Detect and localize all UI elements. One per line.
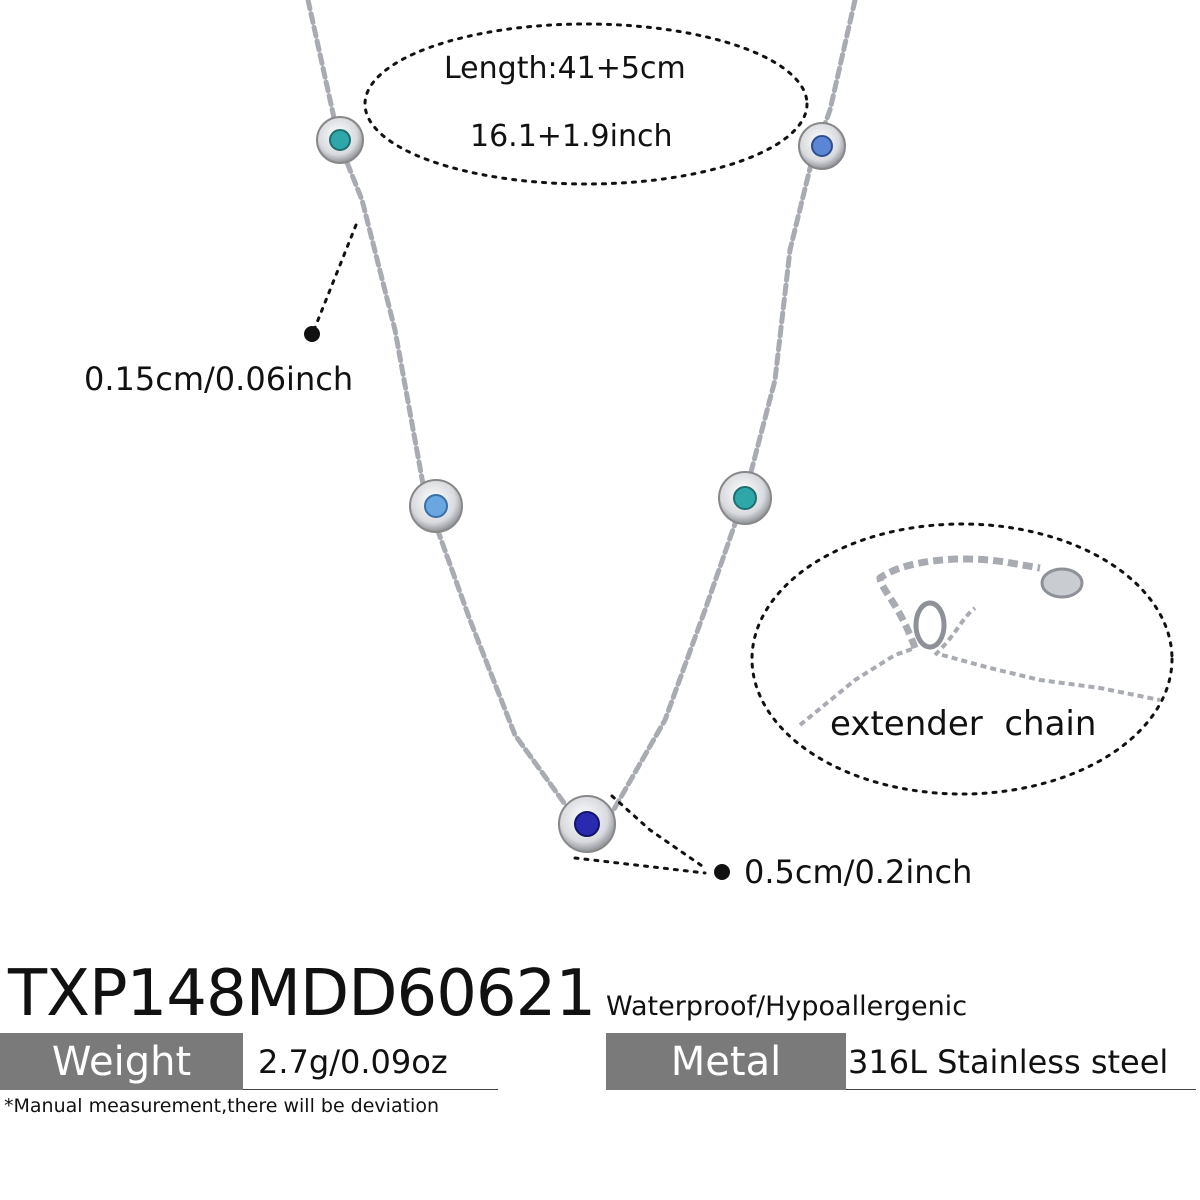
charm-royal-bottom bbox=[558, 795, 616, 853]
charm-blue-top-right bbox=[798, 122, 846, 170]
length-cm-text: Length:41+5cm bbox=[444, 51, 686, 86]
extender-chain-text: extender chain bbox=[830, 704, 1097, 744]
chain-thickness-leader bbox=[304, 223, 358, 342]
weight-value: 2.7g/0.09oz bbox=[258, 1043, 448, 1081]
measurement-note: *Manual measurement,there will be deviat… bbox=[4, 1095, 439, 1117]
weight-label: Weight bbox=[0, 1033, 243, 1090]
charm-size-leader bbox=[573, 794, 730, 880]
extender-callout-ellipse bbox=[750, 522, 1174, 796]
metal-value: 316L Stainless steel bbox=[848, 1043, 1169, 1081]
length-callout-ellipse bbox=[363, 22, 809, 186]
product-features: Waterproof/Hypoallergenic bbox=[606, 991, 968, 1022]
charm-teal-top-left bbox=[316, 116, 364, 164]
metal-underline bbox=[846, 1089, 1196, 1090]
metal-label: Metal bbox=[606, 1033, 846, 1090]
charm-size-text: 0.5cm/0.2inch bbox=[744, 853, 973, 891]
weight-underline bbox=[243, 1089, 498, 1090]
charm-teal-mid-right bbox=[718, 471, 772, 525]
product-sku: TXP148MDD60621 bbox=[8, 957, 596, 1031]
charm-sky-mid-left bbox=[409, 479, 463, 533]
extender-chain-detail bbox=[798, 555, 1161, 727]
chain-thickness-text: 0.15cm/0.06inch bbox=[84, 360, 354, 398]
length-inch-text: 16.1+1.9inch bbox=[470, 119, 673, 154]
